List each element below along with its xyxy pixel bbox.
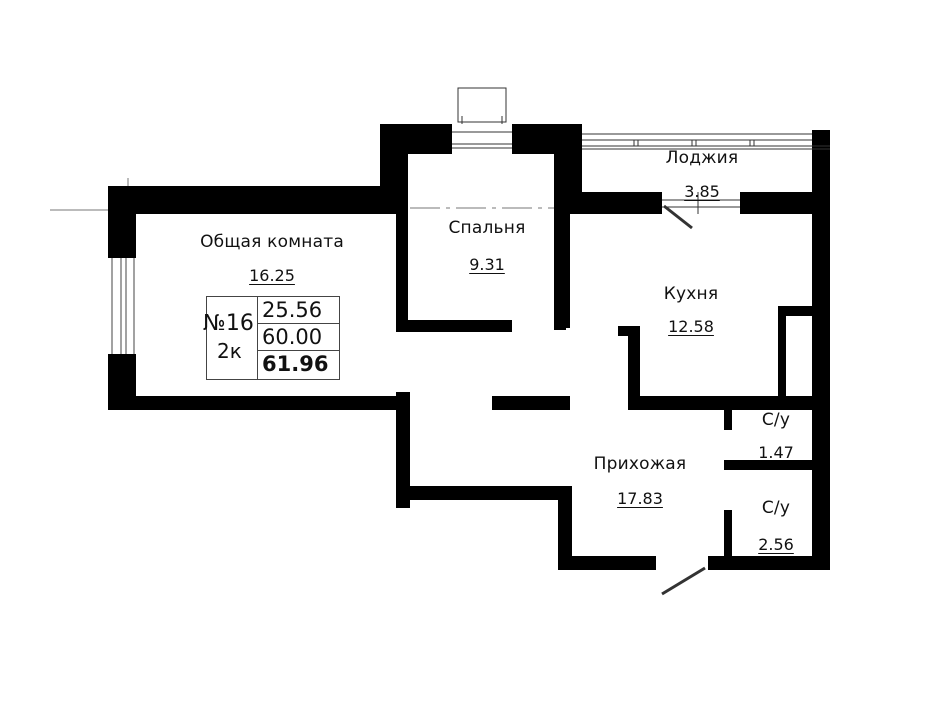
window-living-room [108, 258, 136, 354]
room-area-bedroom: 9.31 [469, 255, 505, 274]
apartment-id-cell: №16 2к [203, 297, 258, 379]
room-name-bedroom: Спальня [448, 218, 526, 238]
total-area-value: 60.00 [258, 324, 339, 351]
room-area-living-room: 16.25 [249, 266, 295, 285]
walls [108, 124, 830, 570]
apartment-info-box: №16 2к 25.56 60.00 61.96 [203, 296, 340, 380]
window-bedroom [452, 87, 512, 154]
room-name-bathroom-2: С/у [761, 498, 791, 518]
total-area-with-loggia-value: 61.96 [262, 352, 329, 376]
room-name-loggia: Лоджия [665, 148, 739, 168]
room-area-bathroom-2: 2.56 [758, 535, 794, 554]
living-area-value: 25.56 [258, 297, 339, 324]
balcony-door [662, 192, 740, 230]
room-name-living-room: Общая комната [200, 232, 344, 252]
entrance-door [661, 566, 706, 596]
room-area-bathroom-1: 1.47 [758, 443, 794, 462]
room-area-kitchen: 12.58 [668, 317, 714, 336]
room-name-kitchen: Кухня [663, 284, 719, 304]
apartment-number: №16 [203, 311, 254, 336]
room-name-bathroom-1: С/у [761, 410, 791, 430]
apartment-type: 2к [217, 339, 242, 363]
room-name-hallway: Прихожая [593, 454, 687, 474]
room-area-loggia: 3.85 [684, 182, 720, 201]
loggia-glazing [582, 133, 830, 150]
room-area-hallway: 17.83 [617, 489, 663, 508]
